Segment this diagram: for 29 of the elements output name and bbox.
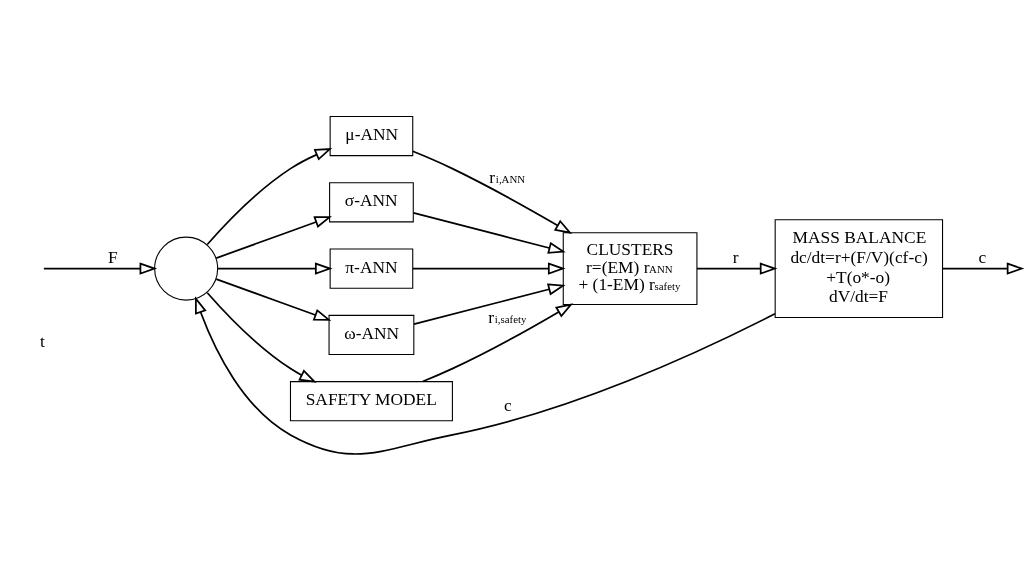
node-box: σ-ANN [328, 181, 414, 222]
node-box: μ-ANN [329, 115, 413, 156]
arrow [194, 295, 776, 455]
arrow [412, 282, 566, 325]
arrow [411, 261, 566, 275]
node-box: MASS BALANCE dc/dt=r+(F/V)(cf-c) +T(o*-o) dV/dt=F [774, 218, 943, 318]
arrow [205, 291, 317, 383]
arrow [421, 302, 573, 382]
arrow [42, 261, 157, 275]
arrow [214, 277, 331, 321]
edge-label: ri,ANN [488, 167, 525, 187]
arrow [214, 215, 332, 259]
node-circle [153, 236, 218, 301]
label: t [39, 331, 45, 351]
arrow [411, 149, 572, 234]
arrow [205, 147, 332, 245]
node-box: SAFETY MODEL [289, 380, 453, 421]
node-box: ω-ANN [328, 314, 414, 355]
edge-label: r [732, 247, 739, 267]
edge-label: F [107, 247, 118, 267]
arrow [216, 261, 333, 275]
edge-label: c [503, 395, 512, 415]
arrow [412, 211, 566, 254]
node-box: CLUSTERS r=(EM) rANN + (1-EM) rsafety [562, 231, 697, 305]
arrow [695, 261, 777, 275]
node-box: π-ANN [329, 248, 413, 289]
edge-label: ri,safety [487, 307, 526, 327]
edge-label: c [977, 247, 986, 267]
arrow [941, 261, 1024, 275]
